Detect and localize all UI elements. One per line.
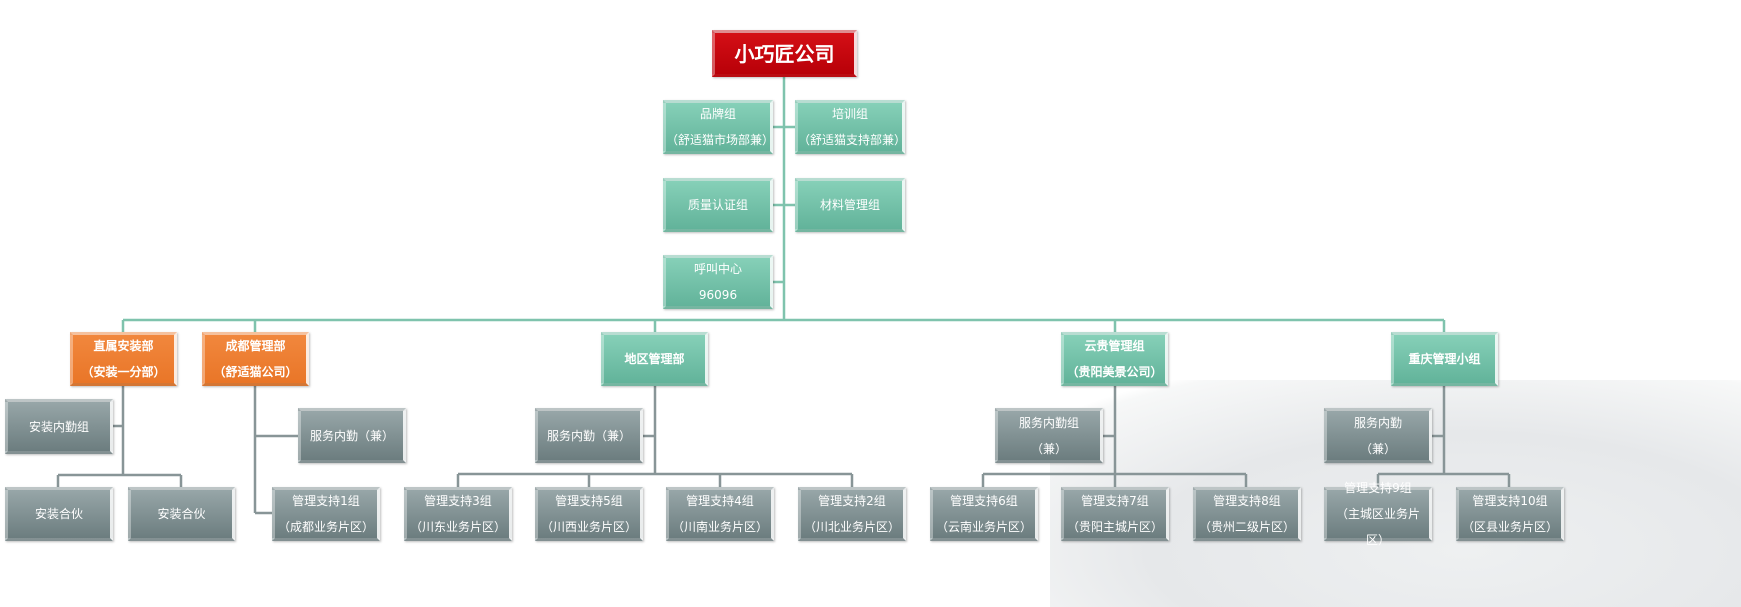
node-sublabel: （成都业务片区） [277, 520, 374, 534]
node-label: 安装合伙 [34, 507, 83, 521]
dept-direct-install[interactable]: 直属安装部 （安装一分部） [70, 332, 177, 386]
node-label: 呼叫中心 [693, 262, 742, 276]
chengdu-office-node[interactable]: 服务内勤（兼） [298, 408, 406, 463]
node-sublabel: （云南业务片区） [935, 520, 1032, 534]
node-label: 安装合伙 [157, 507, 206, 521]
node-sublabel: （贵阳主城片区） [1066, 520, 1163, 534]
support-group-node[interactable]: 管理支持10组 （区县业务片区） [1456, 487, 1564, 541]
node-sublabel: （安装一分部） [81, 365, 166, 379]
node-sublabel: （舒适猫公司） [213, 365, 298, 379]
node-sublabel: （兼） [1359, 441, 1396, 456]
node-sublabel: （区县业务片区） [1461, 520, 1558, 534]
root-node[interactable]: 小巧匠公司 [712, 30, 857, 77]
node-label: 培训组 [831, 107, 868, 121]
node-label: 安装内勤组 [28, 419, 89, 434]
support-group-node[interactable]: 管理支持8组 （贵州二级片区） [1193, 487, 1301, 541]
support-group-node[interactable]: 管理支持7组 （贵阳主城片区） [1061, 487, 1169, 541]
dept-chongqing[interactable]: 重庆管理小组 [1391, 332, 1498, 386]
node-sublabel: （贵州二级片区） [1198, 520, 1295, 534]
node-label: 管理支持10组 [1472, 494, 1548, 508]
dept-chengdu[interactable]: 成都管理部 （舒适猫公司） [202, 332, 309, 386]
node-label: 成都管理部 [225, 339, 286, 353]
chongqing-office-node[interactable]: 服务内勤 （兼） [1324, 408, 1432, 463]
node-label: 直属安装部 [93, 339, 154, 353]
node-label: 云贵管理组 [1084, 339, 1145, 353]
node-sublabel: （川西业务片区） [540, 520, 637, 534]
dept-region[interactable]: 地区管理部 [601, 332, 708, 386]
call-center-node[interactable]: 呼叫中心 96096 [663, 255, 773, 309]
brand-group-node[interactable]: 品牌组 （舒适猫市场部兼） [663, 100, 775, 154]
node-label: 服务内勤（兼） [309, 428, 394, 443]
node-label: 重庆管理小组 [1408, 352, 1481, 366]
install-office-node[interactable]: 安装内勤组 [5, 399, 113, 454]
node-label: 服务内勤（兼） [546, 428, 631, 443]
node-sublabel: （贵阳美景公司） [1066, 365, 1163, 379]
node-sublabel: （舒适猫支持部兼） [798, 133, 907, 147]
node-sublabel: （主城区业务片区） [1335, 507, 1420, 547]
node-label: 质量认证组 [687, 198, 748, 212]
support-group-node[interactable]: 管理支持2组 （川北业务片区） [798, 487, 906, 541]
yungui-office-node[interactable]: 服务内勤组 （兼） [995, 408, 1103, 463]
node-label: 品牌组 [699, 107, 736, 121]
node-label: 管理支持9组 [1344, 481, 1412, 495]
node-sublabel: （兼） [1030, 441, 1067, 456]
node-label: 管理支持5组 [555, 494, 623, 508]
support-group-node[interactable]: 管理支持9组 （主城区业务片区） [1324, 481, 1432, 547]
node-label: 管理支持8组 [1213, 494, 1281, 508]
node-label: 管理支持3组 [424, 494, 492, 508]
support-group-node[interactable]: 管理支持4组 （川南业务片区） [666, 487, 774, 541]
node-label: 管理支持1组 [292, 494, 360, 508]
dept-yungui[interactable]: 云贵管理组 （贵阳美景公司） [1061, 332, 1168, 386]
node-label: 材料管理组 [819, 198, 880, 212]
root-label: 小巧匠公司 [734, 41, 835, 66]
node-sublabel: （川东业务片区） [409, 520, 506, 534]
quality-group-node[interactable]: 质量认证组 [663, 178, 773, 232]
node-label: 管理支持7组 [1081, 494, 1149, 508]
node-sublabel: （川北业务片区） [803, 520, 900, 534]
support-group-node[interactable]: 管理支持1组 （成都业务片区） [272, 487, 380, 541]
node-label: 地区管理部 [624, 352, 685, 366]
node-sublabel: 96096 [698, 288, 738, 302]
node-label: 服务内勤组 [1018, 415, 1079, 430]
node-sublabel: （川南业务片区） [671, 520, 768, 534]
node-label: 服务内勤 [1353, 415, 1402, 430]
node-label: 管理支持4组 [686, 494, 754, 508]
install-partner-node[interactable]: 安装合伙 [5, 487, 113, 541]
region-office-node[interactable]: 服务内勤（兼） [535, 408, 643, 463]
training-group-node[interactable]: 培训组 （舒适猫支持部兼） [795, 100, 907, 154]
node-label: 管理支持6组 [950, 494, 1018, 508]
material-group-node[interactable]: 材料管理组 [795, 178, 905, 232]
node-sublabel: （舒适猫市场部兼） [666, 133, 775, 147]
support-group-node[interactable]: 管理支持6组 （云南业务片区） [930, 487, 1038, 541]
support-group-node[interactable]: 管理支持5组 （川西业务片区） [535, 487, 643, 541]
support-group-node[interactable]: 管理支持3组 （川东业务片区） [404, 487, 512, 541]
install-partner-node[interactable]: 安装合伙 [128, 487, 235, 541]
node-label: 管理支持2组 [818, 494, 886, 508]
